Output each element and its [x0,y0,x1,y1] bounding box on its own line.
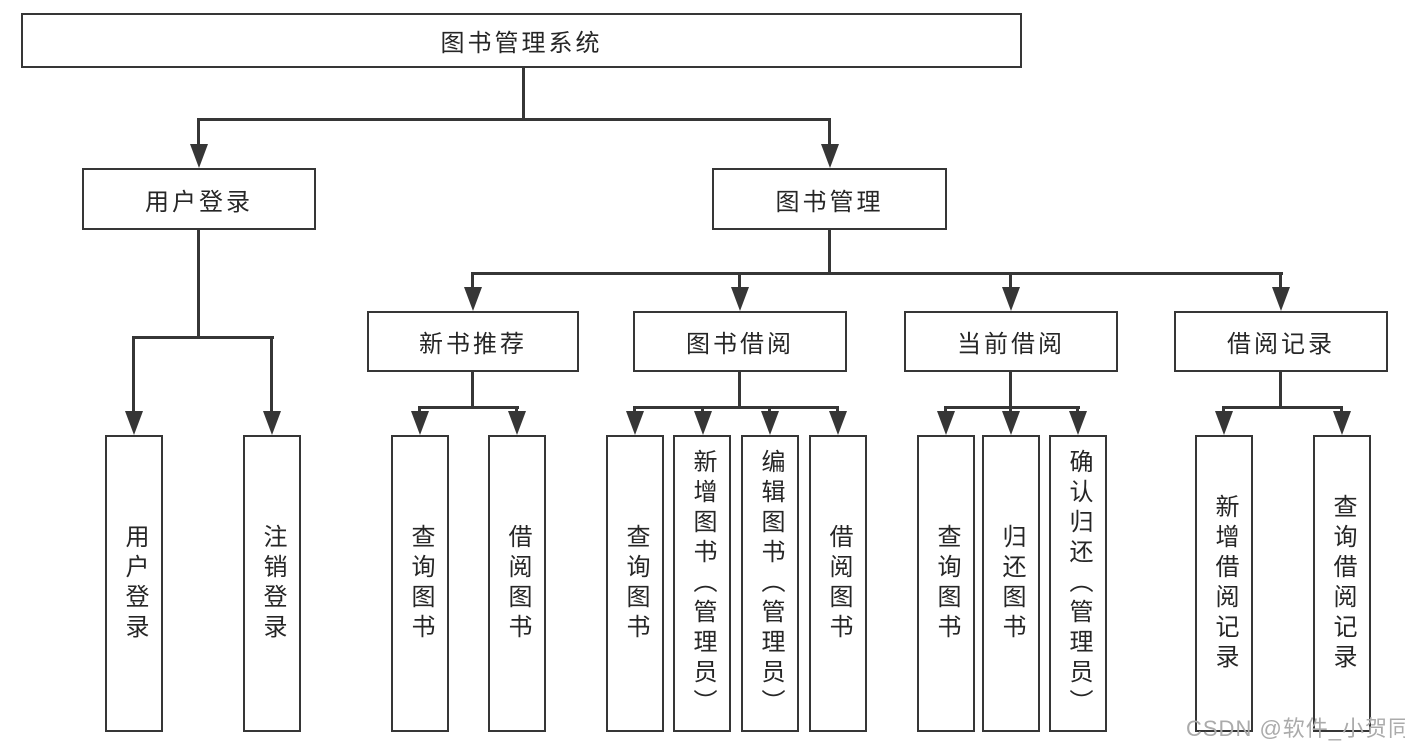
leaf-borrow-books-newbook: 借阅图书 [488,435,546,732]
arrow-down-icon [1222,406,1225,411]
connector-line [944,406,1080,409]
leaf-query-books-current: 查询图书 [917,435,975,732]
leaf-confirm-return-admin: 确认归还（管理员） [1049,435,1107,732]
node-book-management-label: 图书管理 [775,188,884,216]
leaf-user-login: 用户登录 [105,435,163,732]
arrow-down-icon [768,406,771,411]
leaf-confirm-return-admin-label: 确认归还（管理员） [1065,448,1092,719]
node-book-management: 图书管理 [712,168,947,230]
arrow-down-icon [197,118,200,144]
watermark: CSDN @软件_小贺同学 [1186,716,1405,741]
connector-line [133,336,274,339]
leaf-edit-book-admin-label: 编辑图书（管理员） [757,448,784,719]
arrow-down-icon [1009,406,1012,411]
arrow-down-icon [1076,406,1079,411]
arrow-down-icon [1009,272,1012,287]
connector-line [197,118,831,121]
arrow-down-icon [701,406,704,411]
leaf-add-borrow-record-label: 新增借阅记录 [1211,493,1238,674]
connector-line [633,406,839,409]
node-book-borrow: 图书借阅 [633,311,847,372]
connector-line [197,230,200,339]
connector-line [1009,372,1012,409]
leaf-query-borrow-record: 查询借阅记录 [1313,435,1371,732]
leaf-query-books-newbook-label: 查询图书 [407,523,434,644]
arrow-down-icon [738,272,741,287]
node-new-book-recommend: 新书推荐 [367,311,579,372]
connector-line [828,230,831,275]
leaf-query-books-current-label: 查询图书 [933,523,960,644]
connector-line [1222,406,1343,409]
arrow-down-icon [828,118,831,144]
connector-line [738,372,741,409]
arrow-down-icon [132,336,135,411]
arrow-down-icon [1340,406,1343,411]
connector-line [471,372,474,409]
leaf-add-book-admin: 新增图书（管理员） [673,435,731,732]
leaf-query-borrow-record-label: 查询借阅记录 [1329,493,1356,674]
arrow-down-icon [944,406,947,411]
leaf-add-borrow-record: 新增借阅记录 [1195,435,1253,732]
node-current-borrow: 当前借阅 [904,311,1118,372]
connector-line [471,272,1283,275]
leaf-edit-book-admin: 编辑图书（管理员） [741,435,799,732]
leaf-borrow-books-borrow-label: 借阅图书 [825,523,852,644]
node-user-login: 用户登录 [82,168,316,230]
leaf-query-books-borrow: 查询图书 [606,435,664,732]
node-new-book-recommend-label: 新书推荐 [419,331,527,358]
node-root-label: 图书管理系统 [440,30,603,57]
arrow-down-icon [270,336,273,411]
leaf-query-books-newbook: 查询图书 [391,435,449,732]
leaf-add-book-admin-label: 新增图书（管理员） [689,448,716,719]
leaf-query-books-borrow-label: 查询图书 [622,523,649,644]
leaf-borrow-books-newbook-label: 借阅图书 [504,523,531,644]
node-borrow-records: 借阅记录 [1174,311,1388,372]
leaf-borrow-books-borrow: 借阅图书 [809,435,867,732]
arrow-down-icon [1279,272,1282,287]
node-user-login-label: 用户登录 [145,188,253,216]
leaf-return-books: 归还图书 [982,435,1040,732]
leaf-logout-login-label: 注销登录 [259,523,286,644]
node-borrow-records-label: 借阅记录 [1227,331,1335,358]
leaf-return-books-label: 归还图书 [998,523,1025,644]
leaf-user-login-label: 用户登录 [121,523,148,644]
connector-line [1279,372,1282,409]
node-book-borrow-label: 图书借阅 [686,331,794,358]
connector-line [522,68,525,121]
node-root: 图书管理系统 [21,13,1022,68]
connector-line [418,406,519,409]
leaf-logout-login: 注销登录 [243,435,301,732]
arrow-down-icon [418,406,421,411]
arrow-down-icon [515,406,518,411]
node-current-borrow-label: 当前借阅 [957,331,1065,358]
arrow-down-icon [633,406,636,411]
arrow-down-icon [836,406,839,411]
arrow-down-icon [471,272,474,287]
